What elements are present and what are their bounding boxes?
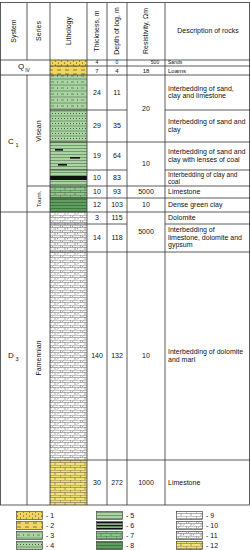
rock-description: Interbedding of dolomite and marl — [168, 348, 248, 363]
depth-value: 83 — [108, 174, 126, 182]
thickness-value: 24 — [88, 89, 106, 97]
thickness-value: 12 — [88, 201, 106, 209]
legend-swatch — [176, 541, 203, 550]
depth-value: 272 — [108, 479, 126, 487]
resistivity-value: 20 — [128, 105, 164, 113]
column-header: Depth of log, m — [113, 4, 121, 58]
depth-value: 4 — [108, 67, 126, 74]
legend-label: - 8 — [126, 541, 134, 550]
rock-description: Loams — [168, 67, 248, 74]
legend-swatch — [96, 531, 123, 540]
legend-swatch — [96, 511, 123, 520]
legend-swatch — [16, 521, 43, 530]
legend-label: - 11 — [206, 531, 218, 540]
depth-value: 118 — [108, 234, 126, 242]
depth-value: 0 — [108, 60, 126, 66]
system-index: 3 — [13, 356, 21, 362]
depth-value: 132 — [108, 352, 126, 360]
legend-swatch — [176, 531, 203, 540]
rock-description: Sands — [168, 60, 248, 66]
grid-lines — [0, 3, 250, 506]
legend-swatch — [16, 541, 43, 550]
rock-description: Interbedding of sand, clay and limestone — [168, 85, 248, 100]
thickness-value: 30 — [88, 479, 106, 487]
lithology-fills — [50, 60, 87, 505]
legend-swatch — [96, 541, 123, 550]
depth-value: 103 — [108, 201, 126, 209]
legend-swatch — [176, 521, 203, 530]
rock-description: Dense green clay — [168, 201, 248, 209]
depth-value: 35 — [108, 122, 126, 130]
thickness-value: 140 — [88, 352, 106, 360]
legend-swatch — [96, 521, 123, 530]
thickness-value: 29 — [88, 122, 106, 130]
resistivity-value: 5000 — [128, 228, 164, 236]
system-index: IV — [23, 68, 33, 74]
series-name: Famennian — [35, 258, 43, 458]
rock-description: Limestone — [168, 479, 248, 487]
depth-value: 93 — [108, 188, 126, 196]
column-header: Resistivity, Ωm — [142, 4, 150, 58]
thickness-value: 10 — [88, 188, 106, 196]
rock-description: Interbedding of sand and clay with lense… — [168, 148, 248, 163]
rock-description: Interbedding of limestone, dolomite and … — [168, 226, 248, 249]
thickness-value: 3 — [88, 214, 106, 222]
column-header: Lithology — [65, 4, 73, 58]
legend-label: - 9 — [206, 511, 214, 520]
legend-label: - 1 — [46, 511, 54, 520]
system-index: 1 — [13, 142, 21, 148]
resistivity-value: 10 — [128, 160, 164, 168]
legend-label: - 7 — [126, 531, 134, 540]
legend-label: - 4 — [46, 541, 54, 550]
rock-description: Interbedding of sand and clay — [168, 118, 248, 133]
legend-swatch — [16, 531, 43, 540]
column-header: Thickness, m — [93, 4, 101, 58]
series-name: Tourn. — [35, 186, 42, 212]
legend-label: - 10 — [206, 521, 218, 530]
rock-description: Dolomite — [168, 214, 248, 222]
depth-value: 11 — [108, 89, 126, 97]
resistivity-value: 18 — [128, 67, 164, 74]
thickness-value: 19 — [88, 152, 106, 160]
series-name: Visean — [35, 81, 43, 181]
thickness-value: 10 — [88, 174, 106, 182]
legend-label: - 12 — [206, 541, 218, 550]
rock-description: Interbedding of clay and coal — [168, 171, 248, 185]
legend-label: - 5 — [126, 511, 134, 520]
legend-swatch — [16, 511, 43, 520]
resistivity-value: 1000 — [128, 479, 164, 487]
resistivity-value: 500 — [146, 60, 164, 66]
depth-value: 64 — [108, 152, 126, 160]
legend-label: - 3 — [46, 531, 54, 540]
resistivity-value: 10 — [128, 201, 164, 209]
thickness-value: 7 — [88, 67, 106, 74]
column-header: System — [10, 4, 18, 58]
system-index: Q — [16, 63, 26, 72]
system-index: C — [6, 138, 16, 147]
column-header: Series — [35, 4, 43, 58]
rock-description: Limestone — [168, 188, 248, 196]
system-index: D — [6, 352, 16, 361]
legend-swatch — [176, 511, 203, 520]
thickness-value: 4 — [88, 60, 106, 66]
thickness-value: 14 — [88, 234, 106, 242]
depth-value: 115 — [108, 214, 126, 222]
legend-label: - 2 — [46, 521, 54, 530]
legend-label: - 6 — [126, 521, 134, 530]
resistivity-value: 10 — [128, 352, 164, 360]
column-header: Description of rocks — [168, 27, 248, 35]
resistivity-value: 5000 — [128, 188, 164, 196]
